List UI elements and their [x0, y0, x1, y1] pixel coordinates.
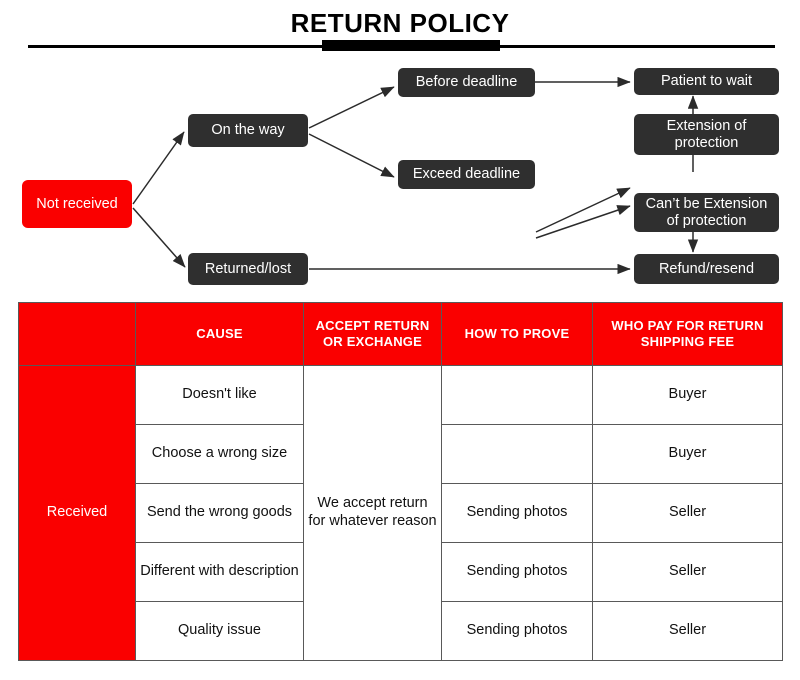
cause-cell: Quality issue	[135, 601, 304, 661]
column-header-accept-return-or-exchange: ACCEPT RETURN OR EXCHANGE	[303, 302, 442, 366]
column-header-who-pay-for-return-shipping-fee: WHO PAY FOR RETURN SHIPPING FEE	[592, 302, 783, 366]
column-header-cause: CAUSE	[135, 302, 304, 366]
edge-not-received-to-on-the-way	[132, 131, 185, 205]
how-to-prove-cell: Sending photos	[441, 601, 593, 661]
column-header-blank	[18, 302, 136, 366]
return-policy-table: CAUSE ACCEPT RETURN OR EXCHANGE HOW TO P…	[18, 302, 783, 661]
who-pays-cell: Seller	[592, 542, 783, 602]
who-pays-cell: Buyer	[592, 365, 783, 425]
cause-cell: Choose a wrong size	[135, 424, 304, 484]
cause-cell: Different with description	[135, 542, 304, 602]
who-pays-cell: Buyer	[592, 424, 783, 484]
table-header-row: CAUSE ACCEPT RETURN OR EXCHANGE HOW TO P…	[18, 302, 783, 366]
edge-on-the-way-to-before-deadline	[308, 86, 395, 129]
column-header-how-to-prove: HOW TO PROVE	[441, 302, 593, 366]
table-row: Different with description Sending photo…	[19, 542, 783, 602]
edge-exceed-deadline-to-cant-be-extension	[535, 205, 631, 239]
table-row: Received Doesn't like We accept return f…	[18, 365, 783, 661]
how-to-prove-cell: Sending photos	[441, 542, 593, 602]
flow-node-not-received[interactable]: Not received	[22, 180, 132, 228]
flow-node-exceed-deadline[interactable]: Exceed deadline	[398, 160, 535, 189]
category-cell-received: Received	[18, 365, 136, 661]
how-to-prove-cell	[441, 365, 593, 425]
table-row: Quality issue Sending photos Seller	[19, 601, 783, 661]
flow-node-on-the-way[interactable]: On the way	[188, 114, 308, 147]
accept-return-note-cell: We accept return for whatever reason	[303, 365, 442, 661]
return-flowchart: Not received On the way Returned/lost Be…	[0, 60, 800, 295]
flow-node-refund-resend[interactable]: Refund/resend	[634, 254, 779, 284]
title-divider-accent-block	[322, 40, 500, 51]
flowchart-connectors	[132, 76, 699, 275]
edge-on-the-way-to-exceed-deadline	[308, 133, 395, 178]
flow-node-before-deadline[interactable]: Before deadline	[398, 68, 535, 97]
flow-node-returned-lost[interactable]: Returned/lost	[188, 253, 308, 285]
table-row: Choose a wrong size Buyer	[19, 424, 783, 484]
who-pays-cell: Seller	[592, 483, 783, 543]
how-to-prove-cell	[441, 424, 593, 484]
flow-node-extension-of-protection[interactable]: Extension of protection	[634, 114, 779, 155]
flow-node-cant-be-extension-of-protection[interactable]: Can’t be Extension of protection	[634, 193, 779, 232]
how-to-prove-cell: Sending photos	[441, 483, 593, 543]
cause-cell: Send the wrong goods	[135, 483, 304, 543]
who-pays-cell: Seller	[592, 601, 783, 661]
cause-cell: Doesn't like	[135, 365, 304, 425]
page-title: RETURN POLICY	[290, 8, 510, 38]
edge-not-received-to-returned-lost	[132, 207, 186, 268]
table-row: Send the wrong goods Sending photos Sell…	[19, 483, 783, 543]
flow-node-patient-to-wait[interactable]: Patient to wait	[634, 68, 779, 95]
edge-exceed-deadline-to-extension	[535, 187, 631, 233]
